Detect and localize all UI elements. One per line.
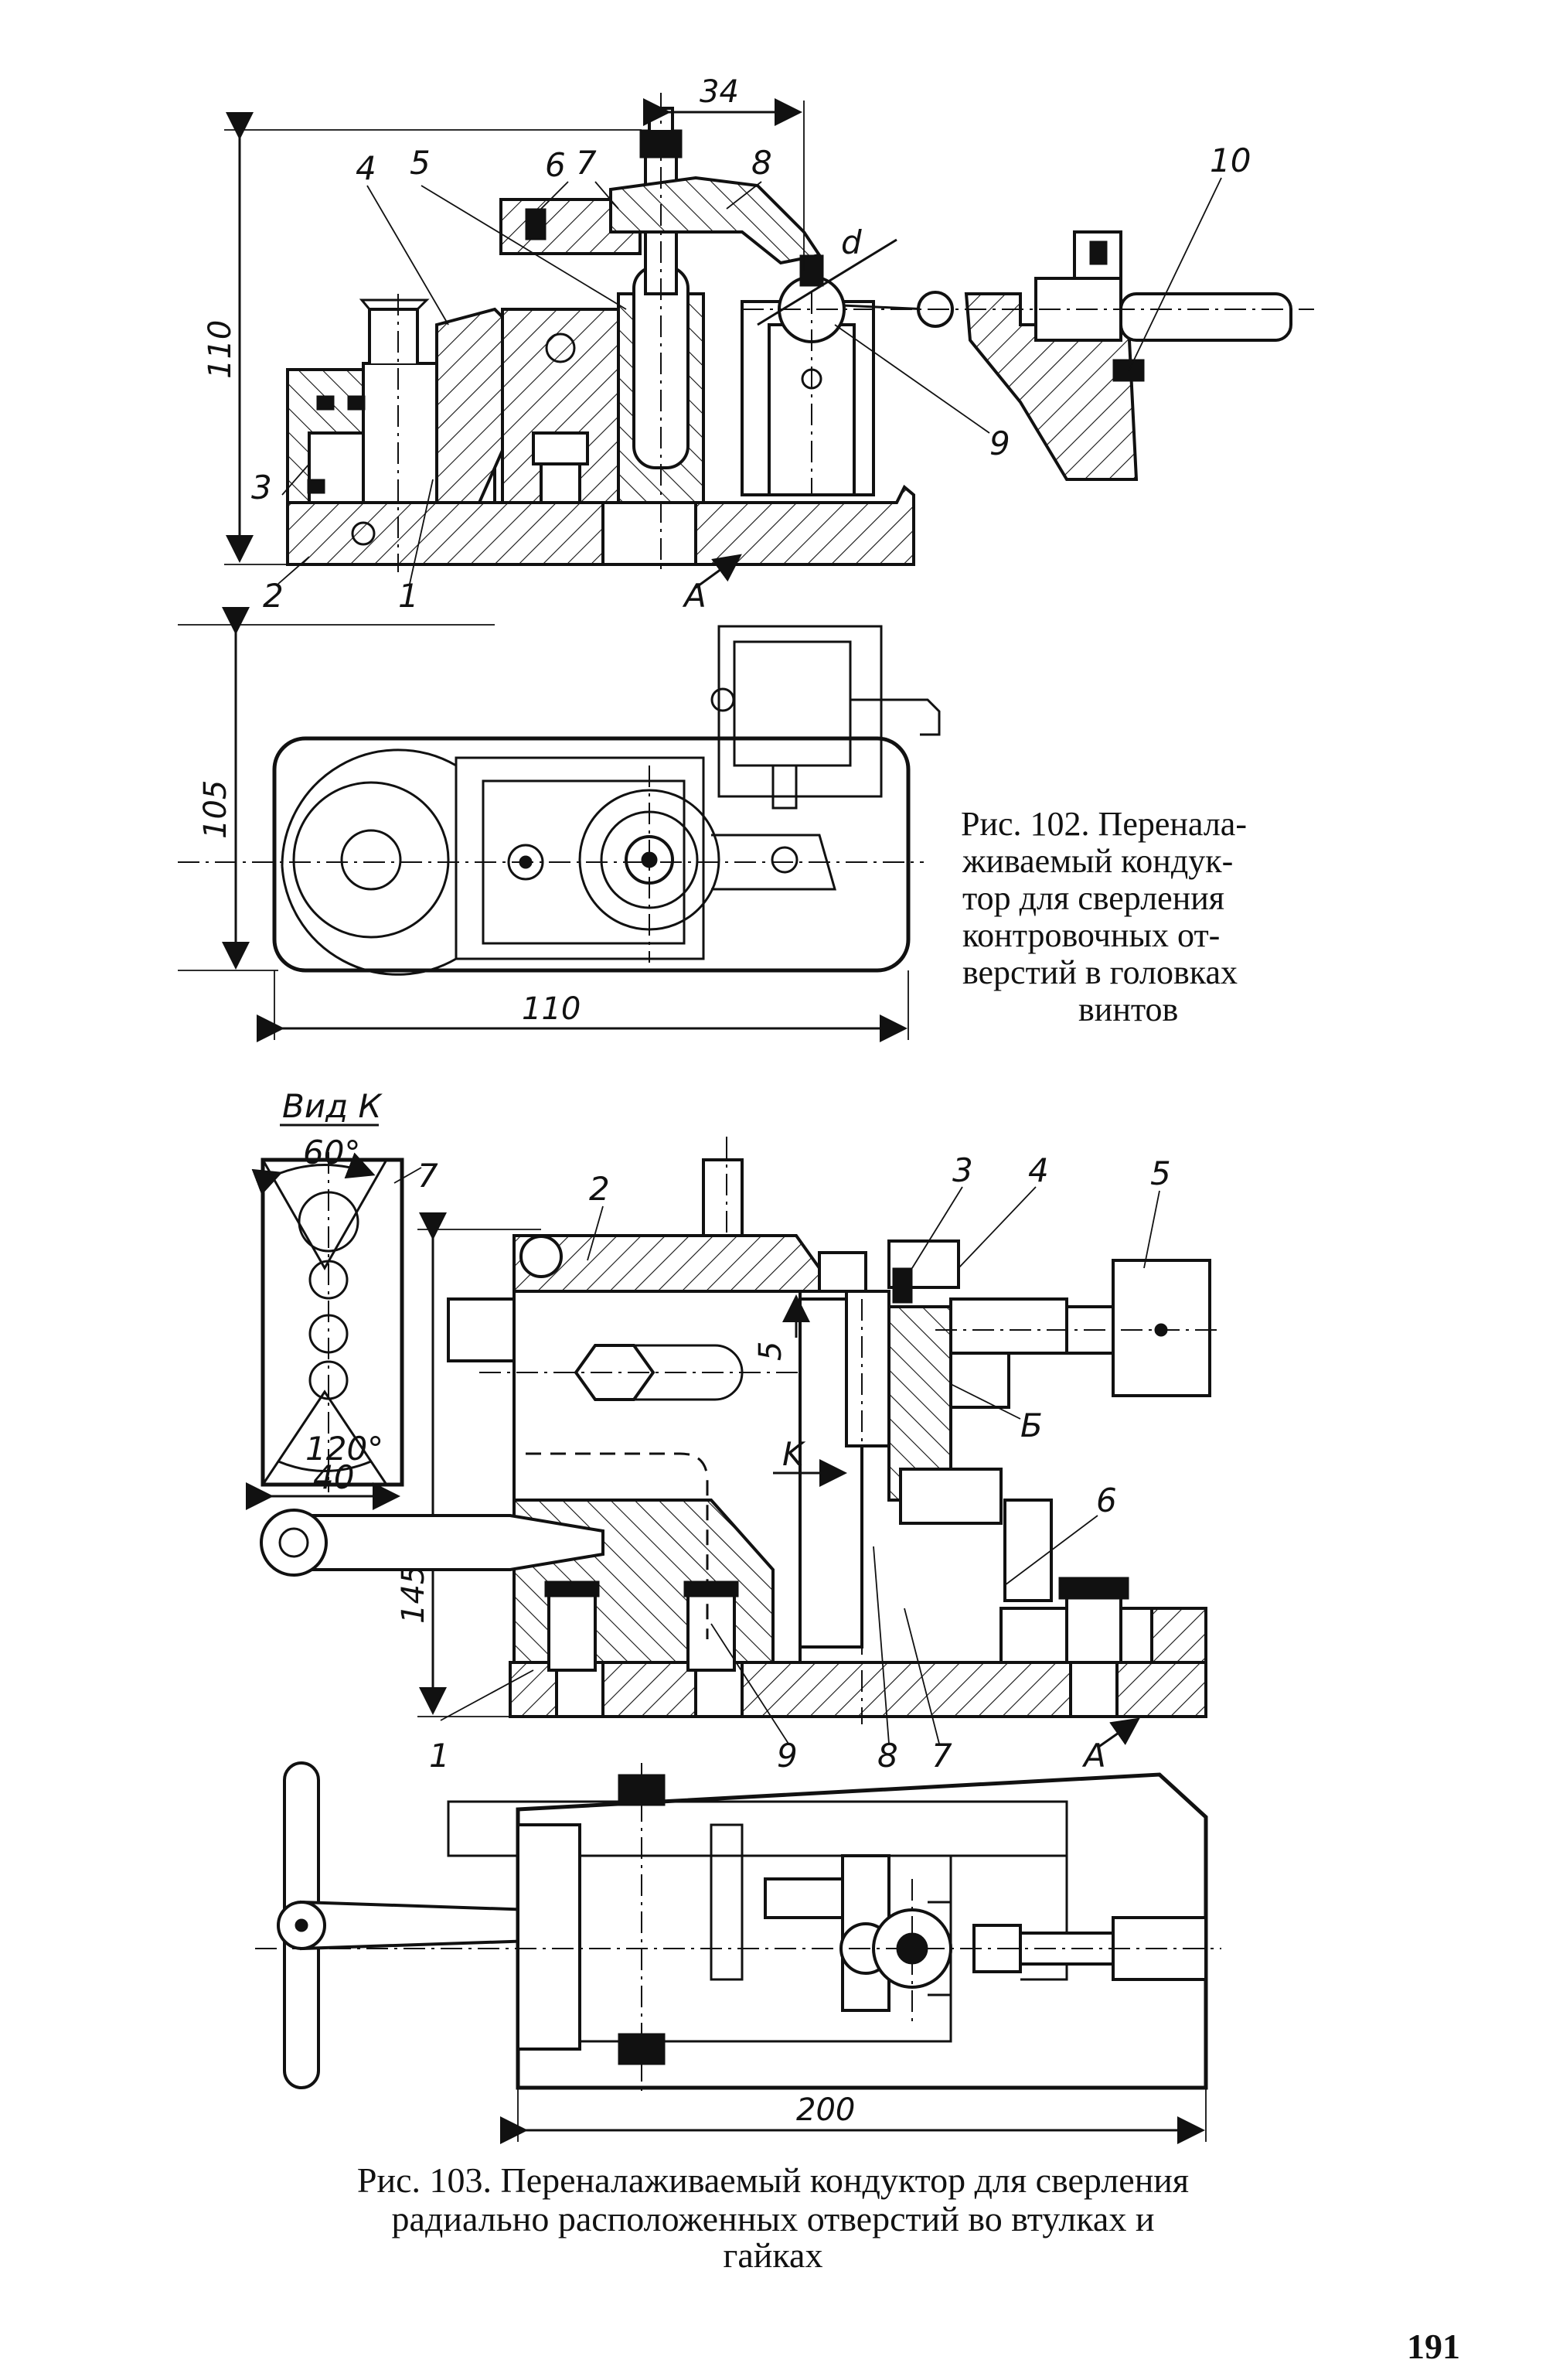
dim-110-text: 110: [203, 320, 238, 379]
page-number: 191: [1407, 2327, 1460, 2366]
clamp-head: [368, 308, 419, 363]
fig103-label-7: 7: [931, 1737, 952, 1775]
fig103-section-view: 1 4 5: [260, 1137, 1221, 1775]
fig103-label-9: 9: [777, 1737, 798, 1775]
plan-clamp-ring: [292, 781, 450, 939]
label-7: 7: [576, 144, 597, 182]
label-3: 3: [251, 469, 272, 506]
fig103-handle: [282, 1514, 604, 1571]
fig103-slot-bolt: [574, 1344, 656, 1401]
detail-10-handle: [1119, 292, 1292, 342]
plan-base: [272, 736, 911, 973]
fig102-section-view: 4 5 6 7 8 10 3 2 1 A 9 d 34 110: [203, 74, 1314, 615]
fig103-caption-line-1: Рис. 103. Переналаживаемый кондуктор для…: [357, 2160, 1189, 2200]
fig102-caption-line-2: живаемый кондук-: [962, 842, 1233, 880]
fig102-caption-line-3: тор для сверления: [962, 879, 1224, 917]
arm-8: [609, 176, 822, 265]
label-1: 1: [398, 577, 419, 615]
lever-4: [435, 307, 512, 504]
fig103-label-8: 8: [877, 1737, 898, 1775]
view-k-label-7: 7: [417, 1157, 438, 1195]
fig103-label-1: 1: [429, 1737, 450, 1775]
fig103-plan-view: 200: [255, 1761, 1221, 2144]
dim-34-text: 34: [700, 74, 739, 110]
label-9: 9: [989, 425, 1010, 462]
base-hole: [351, 521, 376, 546]
label-2: 2: [263, 577, 284, 615]
label-d: d: [841, 223, 862, 261]
fig103-label-2: 2: [589, 1170, 610, 1208]
fig103-label-3: 3: [952, 1151, 973, 1189]
fig102-caption-line-6: винтов: [1078, 991, 1178, 1028]
label-10: 10: [1210, 142, 1251, 179]
label-A: A: [682, 577, 707, 615]
dim-5-text: 5: [753, 1342, 788, 1361]
dim-110-plan-text: 110: [522, 991, 581, 1027]
label-4: 4: [356, 149, 376, 187]
clamp-post: [362, 362, 438, 504]
fig103-label-4: 4: [1028, 1151, 1049, 1189]
view-k-title: Вид К: [282, 1087, 383, 1125]
fig102-plan-view: 105 110: [178, 607, 941, 1042]
view-k-width: 40: [313, 1458, 354, 1496]
fig103-caption-line-2: радиально расположенных отверстий во вту…: [392, 2199, 1155, 2238]
fig103-view-k: Вид К 60° 7 120° 40: [246, 1087, 438, 1510]
fig103-label-6: 6: [1096, 1482, 1117, 1519]
label-6: 6: [545, 146, 566, 184]
t-handle-shaft: [300, 1900, 535, 1951]
fig103-label-5: 5: [1150, 1154, 1171, 1192]
dim-145-text: 145: [396, 1565, 431, 1624]
label-K: K: [782, 1435, 806, 1473]
fig102-caption: Рис. 102. Перенала- живаемый кондук- тор…: [961, 805, 1247, 1028]
fig102-caption-line-1: Рис. 102. Перенала-: [961, 805, 1247, 843]
dim-200-text: 200: [796, 2092, 855, 2128]
fig103-caption: Рис. 103. Переналаживаемый кондуктор для…: [357, 2160, 1189, 2275]
label-5: 5: [410, 144, 431, 182]
fig102-caption-line-4: контровочных от-: [962, 916, 1220, 954]
fig103-caption-line-3: гайках: [724, 2235, 823, 2275]
fig103-label-B: Б: [1020, 1407, 1043, 1444]
label-8: 8: [751, 144, 772, 182]
dim-105-text: 105: [198, 780, 233, 839]
fig103-label-A: A: [1081, 1737, 1106, 1775]
base-insert: [601, 501, 697, 566]
fig102-caption-line-5: верстий в головках: [962, 953, 1238, 991]
